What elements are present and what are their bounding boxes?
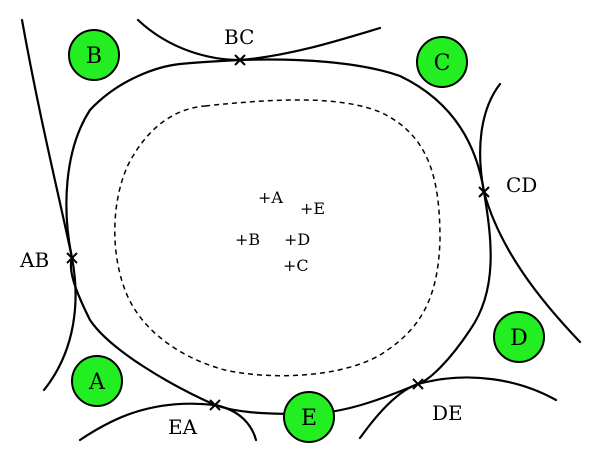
main-region-boundary: [65, 58, 492, 416]
curve-ea: [78, 402, 258, 442]
cross-de: [412, 378, 424, 390]
curve-cd: [479, 82, 582, 344]
inner-point-a: +A: [258, 188, 283, 207]
inner-dashed-region: [114, 99, 441, 377]
node-b: B: [68, 29, 120, 81]
intersection-label-cd: CD: [506, 173, 537, 197]
intersection-label-ea: EA: [168, 415, 198, 439]
cross-cd: [478, 186, 490, 198]
cross-ab: [66, 252, 78, 264]
intersection-label-de: DE: [432, 401, 463, 425]
svg-text:E: E: [301, 406, 317, 431]
inner-point-e: +E: [300, 199, 325, 218]
inner-point-d: +D: [284, 230, 310, 249]
svg-text:B: B: [86, 44, 102, 69]
intersection-label-ab: AB: [19, 248, 49, 272]
cross-bc: [234, 54, 246, 66]
node-c: C: [416, 36, 468, 88]
node-e: E: [283, 391, 335, 443]
curve-bc: [136, 18, 382, 62]
svg-text:D: D: [510, 326, 528, 351]
intersection-label-bc: BC: [224, 25, 254, 49]
curve-ab: [20, 18, 77, 392]
curve-de: [358, 376, 558, 440]
svg-text:C: C: [434, 51, 451, 76]
node-d: D: [493, 311, 545, 363]
node-a: A: [71, 355, 123, 407]
svg-text:A: A: [88, 370, 106, 395]
inner-point-c: +C: [283, 256, 309, 275]
inner-point-b: +B: [235, 230, 260, 249]
cross-ea: [209, 399, 221, 411]
